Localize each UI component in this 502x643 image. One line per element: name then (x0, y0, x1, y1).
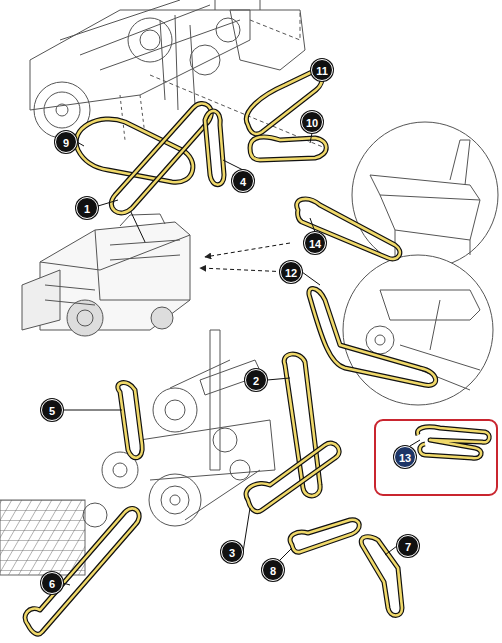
callout-number: 7 (397, 535, 419, 557)
callout-number: 1 (76, 197, 98, 219)
callout-number: 14 (304, 232, 326, 254)
drive-belt (205, 111, 224, 185)
belt-outline (361, 537, 402, 616)
thresher-drive (30, 0, 330, 150)
callout-number: 3 (221, 541, 243, 563)
drive-belt (25, 508, 139, 634)
belt-outline (205, 111, 224, 185)
callout-number: 9 (55, 131, 77, 153)
leader-lines (63, 73, 420, 585)
callout-number: 6 (41, 572, 63, 594)
drive-belt (361, 537, 402, 616)
drive-belt (250, 137, 326, 160)
drive-belt (309, 288, 436, 385)
drive-belt (246, 443, 339, 512)
drive-belt (118, 383, 142, 458)
highlight-frame (375, 420, 497, 495)
belt-outline (417, 427, 489, 458)
callout-number: 4 (232, 170, 254, 192)
drive-belt (297, 199, 400, 259)
callout-number: 8 (262, 559, 284, 581)
drive-belt (417, 427, 489, 458)
combine-harvester (22, 214, 190, 336)
callout-number: 11 (311, 59, 333, 81)
callout-number: 2 (245, 369, 267, 391)
belt-outline (111, 104, 211, 213)
drive-belt (111, 104, 211, 213)
belt-outline (25, 508, 139, 634)
callout-number: 13 (394, 446, 416, 468)
belts (25, 71, 489, 634)
belt-outline (246, 443, 339, 512)
inset-detail (343, 122, 498, 405)
callout-number: 5 (41, 399, 63, 421)
belt-outline (250, 137, 326, 160)
belt-outline (290, 520, 359, 552)
callout-number: 10 (301, 111, 323, 133)
cleaning-drive (0, 330, 275, 575)
belt-outline (118, 383, 142, 458)
callout-number: 12 (280, 261, 302, 283)
belt-outline (297, 199, 400, 259)
drive-belt (290, 520, 359, 552)
belt-outline (309, 288, 436, 385)
